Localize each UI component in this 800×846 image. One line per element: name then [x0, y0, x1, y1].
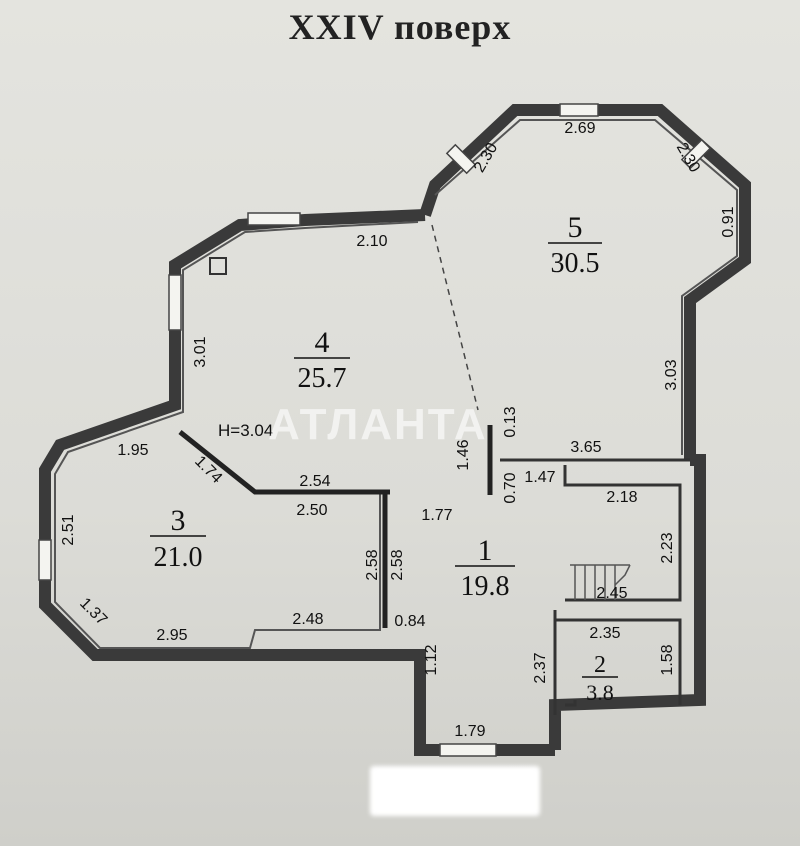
window-r5-diag-right — [680, 138, 712, 170]
dim-r2-right: 1.58 — [659, 644, 676, 675]
redacted-label — [370, 766, 540, 816]
stair-outline — [563, 465, 682, 602]
room-4-number: 4 — [315, 326, 330, 359]
dim-r3-diag: 1.74 — [191, 453, 225, 487]
dim-r3-top-inner: 2.50 — [296, 502, 327, 519]
dim-r1-stair-top: 2.18 — [606, 489, 637, 506]
dim-r3-top: 1.95 — [117, 442, 148, 459]
dim-r1-upper: 1.47 — [524, 469, 555, 486]
room-2-number: 2 — [594, 652, 606, 678]
dim-r1-stub: 0.70 — [502, 472, 519, 503]
partitions-thin — [500, 458, 690, 715]
room-1-number: 1 — [478, 534, 493, 567]
window-r4-left — [168, 274, 182, 331]
room-labels: 5 30.5 4 25.7 3 21.0 1 19.8 2 3.8 H=3.04 — [150, 211, 618, 705]
dim-r1-stair-bottom: 2.45 — [596, 585, 627, 602]
dim-r3-bottom-left: 2.95 — [156, 627, 187, 644]
dim-r5-top: 2.69 — [564, 120, 595, 137]
wall-inner-room5 — [434, 119, 738, 455]
dim-r1-lower-left: 1.12 — [423, 644, 440, 675]
dim-r2-top: 2.35 — [589, 625, 620, 642]
room-3-area: 21.0 — [154, 542, 203, 573]
windows — [38, 103, 712, 757]
dim-r2-left: 2.37 — [532, 652, 549, 683]
window-r4-top — [247, 212, 301, 226]
dim-r5-right-upper: 0.91 — [720, 206, 737, 237]
window-r5-diag-left — [445, 143, 477, 175]
dashed-divider — [431, 224, 479, 411]
window-r1-bottom — [439, 743, 497, 757]
floor-title: XXIV поверх — [288, 7, 512, 47]
inner-wall-lines — [54, 119, 738, 649]
room-3-number: 3 — [171, 504, 186, 537]
room-2-area: 3.8 — [586, 680, 614, 705]
window-r5-top — [559, 103, 599, 117]
dim-r1-wall-left: 2.58 — [364, 549, 381, 580]
partition-3-4 — [178, 430, 390, 495]
dim-r1-top: 1.77 — [421, 507, 452, 524]
dim-r1-right: 2.23 — [659, 532, 676, 563]
dim-r4-bottom: 2.54 — [299, 473, 330, 490]
room-1-area: 19.8 — [461, 571, 510, 602]
watermark-logo: АТЛАНТА — [268, 400, 488, 449]
dim-r3-corner: 1.37 — [76, 595, 110, 629]
room-4-area: 25.7 — [298, 363, 347, 394]
window-r3-left — [38, 539, 52, 581]
dim-r5-right-lower: 3.03 — [663, 359, 680, 390]
dim-r5-bottom: 3.65 — [570, 439, 601, 456]
partitions — [178, 425, 493, 628]
room-5-area: 30.5 — [551, 248, 600, 279]
dim-r4-top: 2.10 — [356, 233, 387, 250]
dimension-labels: 2.69 2.30 2.30 0.91 3.03 3.65 2.10 3.01 … — [60, 120, 737, 740]
dim-r4-inner: 1.46 — [455, 439, 472, 470]
dim-r3-bottom-right: 2.48 — [292, 611, 323, 628]
vent-shaft — [209, 257, 227, 275]
dim-r4-left: 3.01 — [192, 336, 209, 367]
wall-inner-line — [54, 221, 419, 649]
dim-r1-small: 0.84 — [394, 613, 425, 630]
stairs — [570, 564, 631, 600]
dim-r1-bottom: 1.79 — [454, 723, 485, 740]
room-5-number: 5 — [568, 211, 583, 244]
wall-outer-east — [549, 454, 706, 750]
room2-outline — [555, 618, 682, 705]
dim-r3-left: 2.51 — [60, 514, 77, 545]
ceiling-height: H=3.04 — [218, 421, 273, 440]
dim-r1-wall-right: 2.58 — [389, 549, 406, 580]
room2-notch — [565, 700, 577, 707]
dim-r4-stub: 0.13 — [502, 406, 519, 437]
